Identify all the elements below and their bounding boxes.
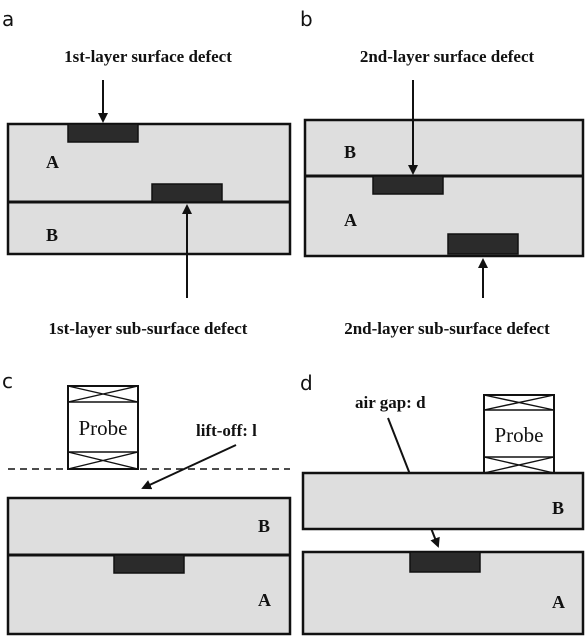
panel-a: a 1st-layer surface defect A B 1st-layer… xyxy=(2,7,292,338)
panel-letter-a: a xyxy=(2,7,14,31)
second-layer-surface-defect-label: 2nd-layer surface defect xyxy=(360,47,535,66)
panel-d-probe-bottom-coil-icon xyxy=(483,456,555,474)
panel-c-probe-label: Probe xyxy=(79,416,128,440)
panel-d-layer-bottom-letter: A xyxy=(552,592,565,612)
panel-c-defect xyxy=(113,554,185,574)
panel-d-top-layer xyxy=(301,471,585,531)
panel-b-layer-top-letter: B xyxy=(344,142,356,162)
panel-c-probe-bottom-coil-icon xyxy=(67,451,139,470)
panel-d-bottom-layer xyxy=(301,550,585,636)
panel-letter-c: c xyxy=(2,369,13,393)
panel-c-layer-bottom-letter: A xyxy=(258,590,271,610)
panel-c-probe-top-coil-icon xyxy=(67,385,139,403)
panel-d-probe-top-coil-icon xyxy=(483,394,555,411)
panel-letter-d: d xyxy=(300,371,313,395)
panel-a-layer-top-letter: A xyxy=(46,152,59,172)
first-layer-surface-defect-label: 1st-layer surface defect xyxy=(64,47,232,66)
panel-c: c Probe lift-off: l B A xyxy=(2,369,292,636)
panel-c-specimen xyxy=(6,496,292,636)
panel-b-layer-bottom-letter: A xyxy=(344,210,357,230)
liftoff-label: lift-off: l xyxy=(196,421,257,440)
liftoff-arrow xyxy=(141,444,237,490)
panel-c-probe: Probe xyxy=(67,385,139,470)
first-layer-subsurface-defect xyxy=(151,183,223,203)
first-layer-subsurface-defect-label: 1st-layer sub-surface defect xyxy=(49,319,248,338)
panel-b-specimen xyxy=(303,118,585,258)
panel-b: b 2nd-layer surface defect B A 2nd-layer… xyxy=(300,7,585,338)
panel-a-specimen xyxy=(6,122,292,256)
panel-d-probe-label: Probe xyxy=(495,423,544,447)
airgap-label: air gap: d xyxy=(355,393,426,412)
panel-d-probe: Probe xyxy=(483,394,555,474)
panel-a-layer-bottom-letter: B xyxy=(46,225,58,245)
second-layer-surface-defect xyxy=(372,175,444,195)
second-layer-subsurface-defect-label: 2nd-layer sub-surface defect xyxy=(344,319,550,338)
second-layer-subsurface-defect xyxy=(447,233,519,255)
panel-d-defect xyxy=(409,551,481,573)
panel-d-layer-top-letter: B xyxy=(552,498,564,518)
panel-c-layer-top-letter: B xyxy=(258,516,270,536)
panel-d: d Probe air gap: d B A xyxy=(300,371,585,636)
first-layer-surface-defect xyxy=(67,123,139,143)
panel-letter-b: b xyxy=(300,7,313,31)
